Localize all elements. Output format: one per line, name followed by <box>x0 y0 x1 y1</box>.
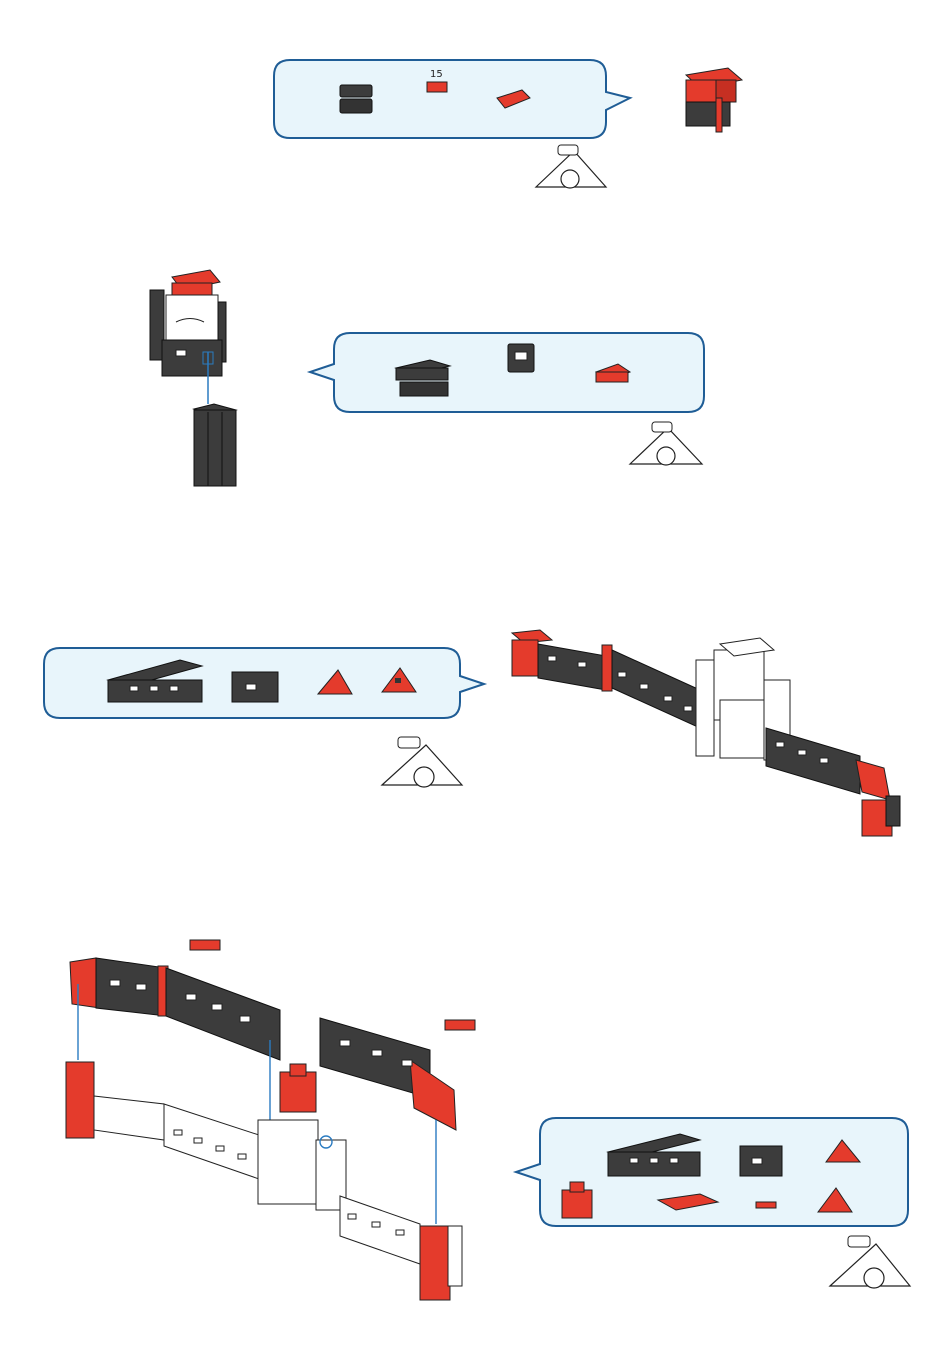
parts-bubble <box>516 1118 908 1226</box>
red-small-plate-2 <box>445 1020 475 1030</box>
mouse-cheese-icon <box>830 1236 910 1288</box>
parts-bubble: 15 <box>274 60 630 138</box>
part-red-small-plate <box>756 1202 776 1208</box>
mouse-cheese-icon <box>382 737 462 787</box>
part-dark-building-block <box>340 85 372 113</box>
step-1: 15 <box>274 60 742 188</box>
step-3-assembly <box>512 630 900 836</box>
part-dark-short-building-block <box>232 672 278 702</box>
step-3 <box>44 630 900 836</box>
parts-bubble <box>310 333 704 412</box>
mouse-cheese-icon <box>536 145 606 188</box>
parts-bubble <box>44 648 484 718</box>
mouse-cheese-icon <box>630 422 702 465</box>
step-1-assembly <box>686 68 742 132</box>
red-small-plate-1 <box>190 940 220 950</box>
step-2 <box>150 270 704 486</box>
step-4 <box>66 940 910 1300</box>
part-15-label: 15 <box>430 69 443 80</box>
part-dark-short-building-block <box>740 1146 782 1176</box>
step-2-assembly <box>150 270 236 486</box>
step-4-assembly <box>66 940 475 1300</box>
part-dark-connector <box>508 344 534 372</box>
